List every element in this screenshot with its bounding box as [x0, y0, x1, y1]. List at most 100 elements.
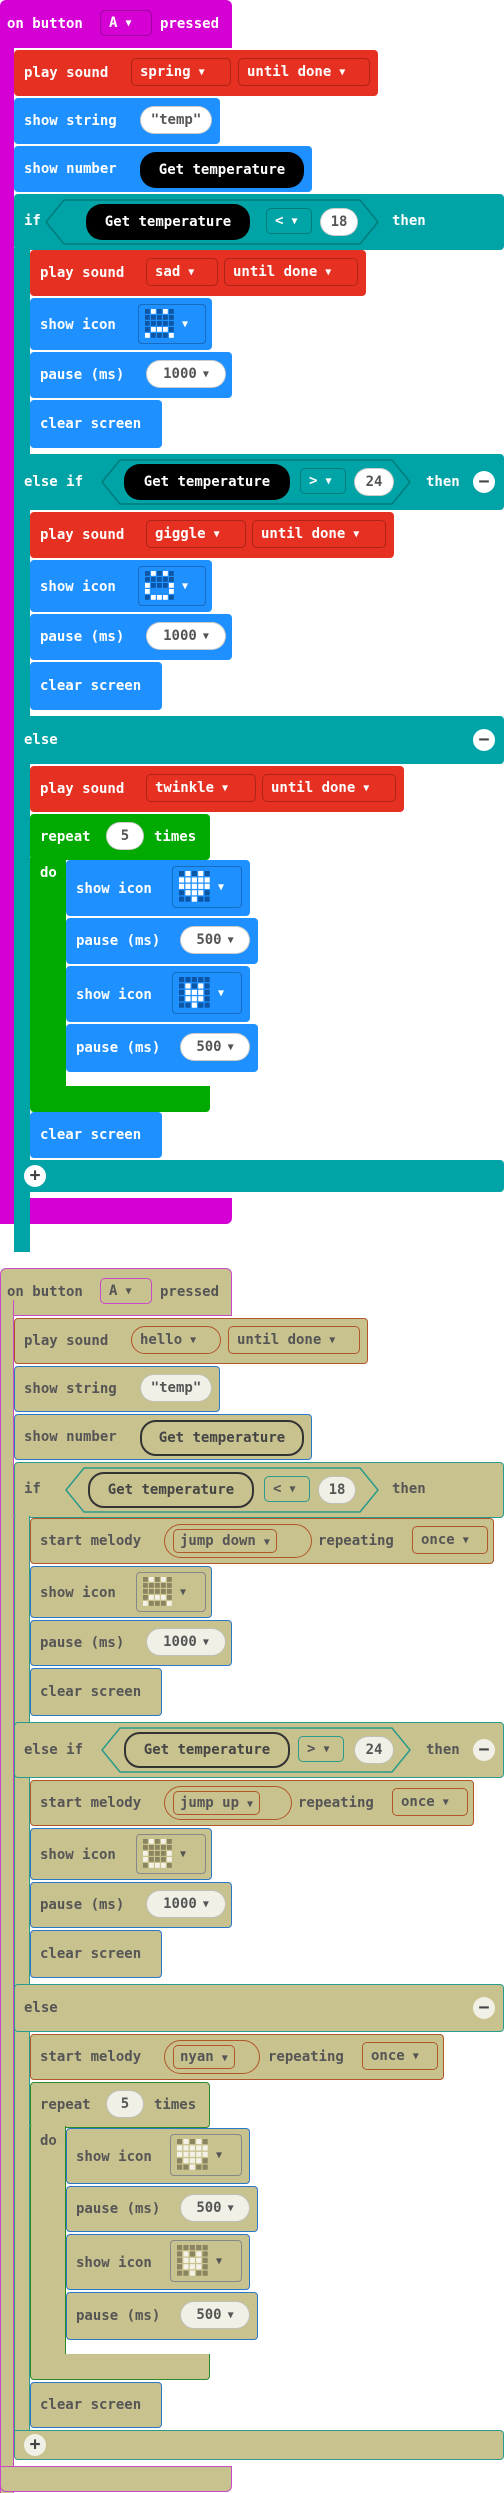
- clear-screen-label: clear screen: [40, 1684, 142, 1700]
- plus-circle-icon[interactable]: +: [24, 2434, 46, 2456]
- pause-duration-dropdown[interactable]: 1000▼: [146, 1890, 226, 1918]
- comparison-operator-dropdown[interactable]: <▼: [266, 208, 312, 234]
- else-block[interactable]: [14, 716, 504, 764]
- icon-picker[interactable]: ▼: [170, 2240, 242, 2282]
- sound-dropdown[interactable]: sad▼: [146, 258, 218, 286]
- get-temperature-reporter[interactable]: Get temperature: [86, 204, 250, 240]
- event-button-dropdown[interactable]: A▼: [100, 10, 152, 36]
- repeat-count-input[interactable]: 5: [106, 822, 144, 850]
- happy-face-icon: [143, 1839, 172, 1868]
- pause-duration-dropdown[interactable]: 500▼: [180, 1033, 250, 1061]
- caret-down-icon: ▼: [221, 2053, 228, 2064]
- number-input[interactable]: 18: [320, 208, 358, 236]
- pause-duration-dropdown[interactable]: 500▼: [180, 2301, 250, 2329]
- caret-down-icon: ▼: [125, 17, 132, 29]
- icon-picker[interactable]: ▼: [172, 972, 242, 1014]
- string-input[interactable]: "temp": [140, 1374, 212, 1402]
- sound-mode-dropdown[interactable]: until done▼: [262, 774, 396, 802]
- sound-mode-dropdown[interactable]: until done▼: [238, 58, 370, 86]
- number-input[interactable]: 24: [354, 1736, 394, 1764]
- caret-down-icon: ▼: [325, 475, 332, 487]
- clear-screen-block[interactable]: [30, 1930, 162, 1978]
- clear-screen-block[interactable]: [30, 1112, 162, 1158]
- melody-dropdown[interactable]: nyan▼: [164, 2040, 260, 2074]
- caret-down-icon: ▼: [289, 1483, 296, 1495]
- minus-circle-icon[interactable]: −: [473, 729, 495, 751]
- caret-down-icon: ▼: [213, 528, 220, 540]
- event-left-rail: [0, 40, 14, 1224]
- pause-label: pause (ms): [76, 2201, 161, 2217]
- sound-dropdown[interactable]: giggle▼: [146, 520, 246, 548]
- pause-duration-dropdown[interactable]: 500▼: [180, 926, 250, 954]
- icon-picker[interactable]: ▼: [138, 304, 206, 344]
- event-label-suffix: pressed: [160, 16, 220, 32]
- pause-duration-dropdown[interactable]: 1000▼: [146, 360, 226, 388]
- caret-down-icon: ▼: [180, 1586, 187, 1598]
- clear-screen-block[interactable]: [30, 662, 162, 710]
- clear-screen-block[interactable]: [30, 2382, 162, 2428]
- icon-picker[interactable]: ▼: [172, 866, 242, 908]
- if-block-footer: [14, 2430, 504, 2460]
- comparison-operator-dropdown[interactable]: <▼: [264, 1476, 310, 1502]
- show-number-label: show number: [24, 161, 117, 177]
- melody-mode-dropdown[interactable]: once▼: [362, 2042, 438, 2070]
- pause-block[interactable]: [66, 2292, 258, 2340]
- caret-down-icon: ▼: [202, 1636, 209, 1648]
- melody-mode-dropdown[interactable]: once▼: [412, 1526, 488, 1554]
- melody-dropdown[interactable]: jump down▼: [164, 1524, 312, 1558]
- pause-label: pause (ms): [76, 2308, 161, 2324]
- caret-down-icon: ▼: [180, 1848, 187, 1860]
- icon-picker[interactable]: ▼: [136, 1572, 206, 1612]
- else-block[interactable]: [14, 1984, 504, 2032]
- sound-mode-dropdown[interactable]: until done▼: [224, 258, 358, 286]
- sound-mode-dropdown[interactable]: until done▼: [228, 1326, 360, 1354]
- get-temperature-reporter[interactable]: Get temperature: [140, 152, 304, 188]
- clear-screen-block[interactable]: [30, 400, 162, 448]
- then-label: then: [392, 213, 426, 229]
- else-label: else: [24, 732, 58, 748]
- sound-dropdown[interactable]: hello▼: [131, 1326, 221, 1354]
- clear-screen-block[interactable]: [30, 1668, 162, 1716]
- number-input[interactable]: 18: [318, 1476, 356, 1504]
- pause-duration-dropdown[interactable]: 1000▼: [146, 622, 226, 650]
- icon-picker[interactable]: ▼: [170, 2134, 242, 2176]
- pause-label: pause (ms): [76, 1040, 161, 1056]
- event-button-dropdown[interactable]: A▼: [100, 1278, 152, 1304]
- show-icon-label: show icon: [40, 1585, 116, 1601]
- pause-label: pause (ms): [40, 367, 125, 383]
- small-heart-icon: [179, 977, 210, 1008]
- repeat-count-input[interactable]: 5: [106, 2090, 144, 2118]
- pause-duration-dropdown[interactable]: 500▼: [180, 2194, 250, 2222]
- caret-down-icon: ▼: [182, 318, 189, 330]
- minus-circle-icon[interactable]: −: [473, 1997, 495, 2019]
- melody-mode-dropdown[interactable]: once▼: [392, 1788, 468, 1816]
- caret-down-icon: ▼: [412, 2050, 419, 2062]
- get-temperature-reporter[interactable]: Get temperature: [124, 464, 290, 500]
- pause-duration-dropdown[interactable]: 1000▼: [146, 1628, 226, 1656]
- icon-picker[interactable]: ▼: [136, 1834, 206, 1874]
- plus-circle-icon[interactable]: +: [24, 1165, 46, 1187]
- sound-dropdown[interactable]: spring▼: [131, 58, 231, 86]
- show-icon-label: show icon: [40, 1847, 116, 1863]
- icon-picker[interactable]: ▼: [138, 566, 206, 606]
- sad-face-icon: [143, 1577, 172, 1606]
- number-input[interactable]: 24: [354, 468, 394, 496]
- comparison-operator-dropdown[interactable]: >▼: [300, 468, 346, 494]
- show-icon-label: show icon: [76, 987, 152, 1003]
- then-label: then: [426, 474, 460, 490]
- minus-circle-icon[interactable]: −: [473, 471, 495, 493]
- event-label-prefix: on button: [7, 1284, 83, 1300]
- caret-down-icon: ▼: [442, 1796, 449, 1808]
- sound-dropdown[interactable]: twinkle▼: [146, 774, 256, 802]
- minus-circle-icon[interactable]: −: [473, 1739, 495, 1761]
- comparison-operator-dropdown[interactable]: >▼: [298, 1736, 344, 1762]
- sound-mode-dropdown[interactable]: until done▼: [252, 520, 386, 548]
- string-input[interactable]: "temp": [140, 106, 212, 134]
- melody-dropdown[interactable]: jump up▼: [164, 1786, 292, 1820]
- get-temperature-reporter[interactable]: Get temperature: [124, 1732, 290, 1768]
- clear-screen-label: clear screen: [40, 416, 142, 432]
- get-temperature-reporter[interactable]: Get temperature: [88, 1472, 254, 1508]
- get-temperature-reporter[interactable]: Get temperature: [140, 1420, 304, 1456]
- pause-label: pause (ms): [40, 1897, 125, 1913]
- then-label: then: [392, 1481, 426, 1497]
